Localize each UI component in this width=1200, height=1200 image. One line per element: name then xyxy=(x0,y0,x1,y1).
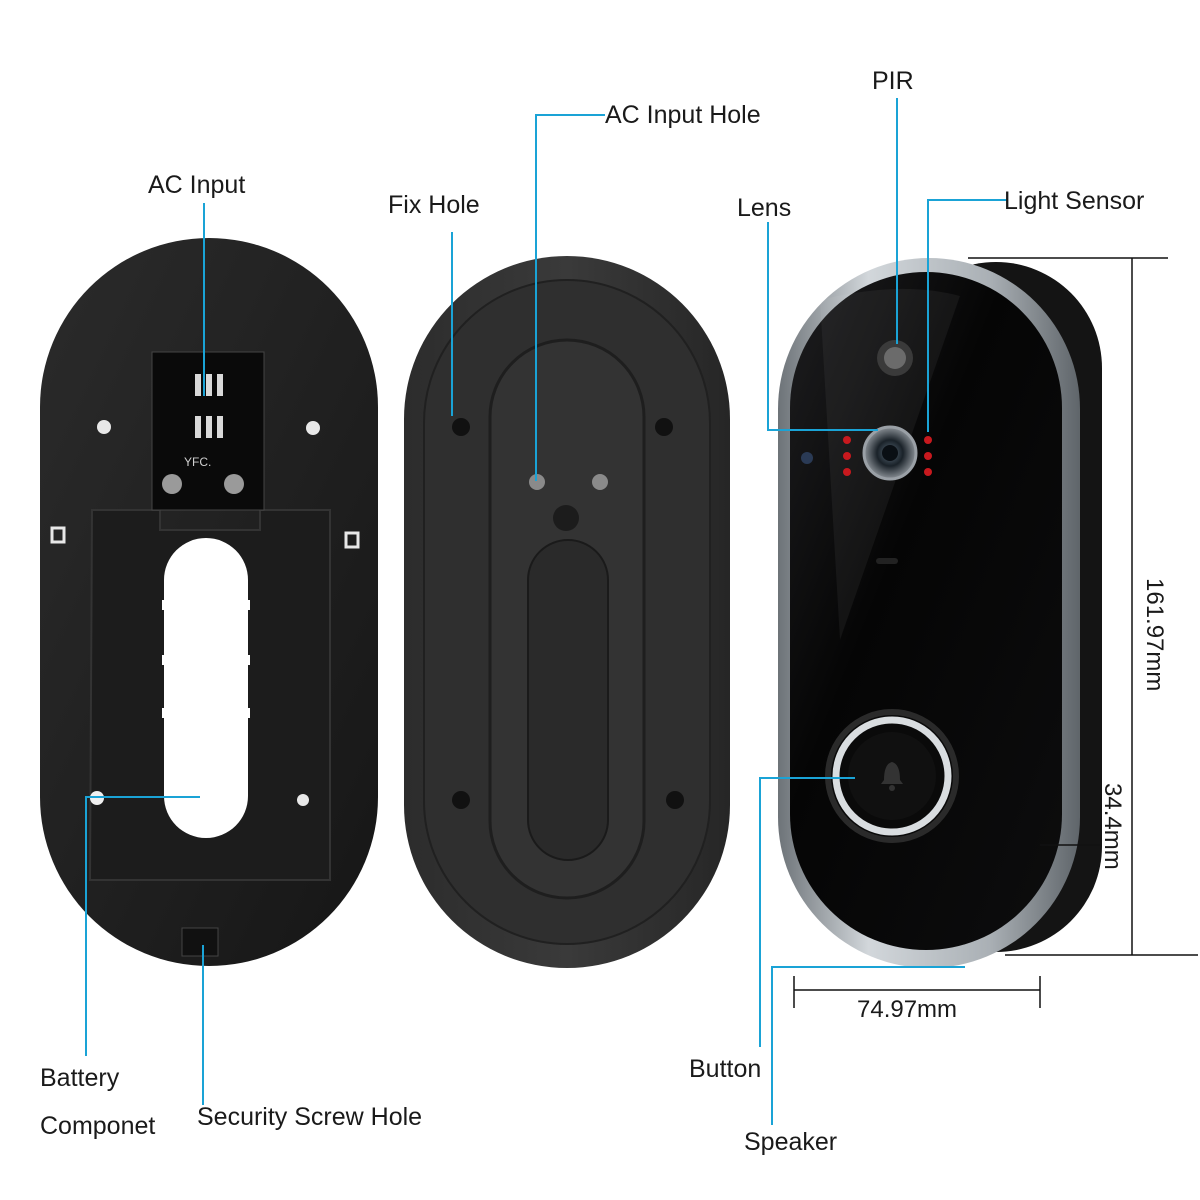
label-button: Button xyxy=(689,1055,762,1083)
label-security-screw-hole: Security Screw Hole xyxy=(197,1103,423,1131)
board-marking: YFC. xyxy=(184,455,211,469)
mounting-plate: YFC. xyxy=(40,238,378,966)
leader-light-sensor xyxy=(927,199,1008,432)
label-fix-hole: Fix Hole xyxy=(388,191,480,219)
leader-ac-input-hole xyxy=(535,114,605,481)
leader-speaker xyxy=(771,966,965,1125)
label-lens: Lens xyxy=(737,194,792,222)
label-componet: Componet xyxy=(40,1112,156,1140)
dimension-width: 74.97mm xyxy=(857,996,958,1023)
label-light-sensor: Light Sensor xyxy=(1004,187,1145,215)
dimension-depth: 34.4mm xyxy=(1099,783,1126,870)
leader-battery xyxy=(85,796,200,1056)
label-battery: Battery xyxy=(40,1064,120,1092)
leader-button xyxy=(759,777,855,1047)
doorbell-front xyxy=(778,258,1102,968)
dimension-height: 161.97mm xyxy=(1141,578,1168,692)
back-housing xyxy=(404,256,730,968)
leader-lines xyxy=(85,98,1008,1125)
label-ac-input-hole: AC Input Hole xyxy=(605,101,761,129)
label-pir: PIR xyxy=(872,67,914,95)
label-ac-input: AC Input xyxy=(148,171,246,199)
dimension-lines xyxy=(793,257,1198,1008)
leader-lens xyxy=(767,222,878,431)
label-speaker: Speaker xyxy=(744,1128,838,1156)
